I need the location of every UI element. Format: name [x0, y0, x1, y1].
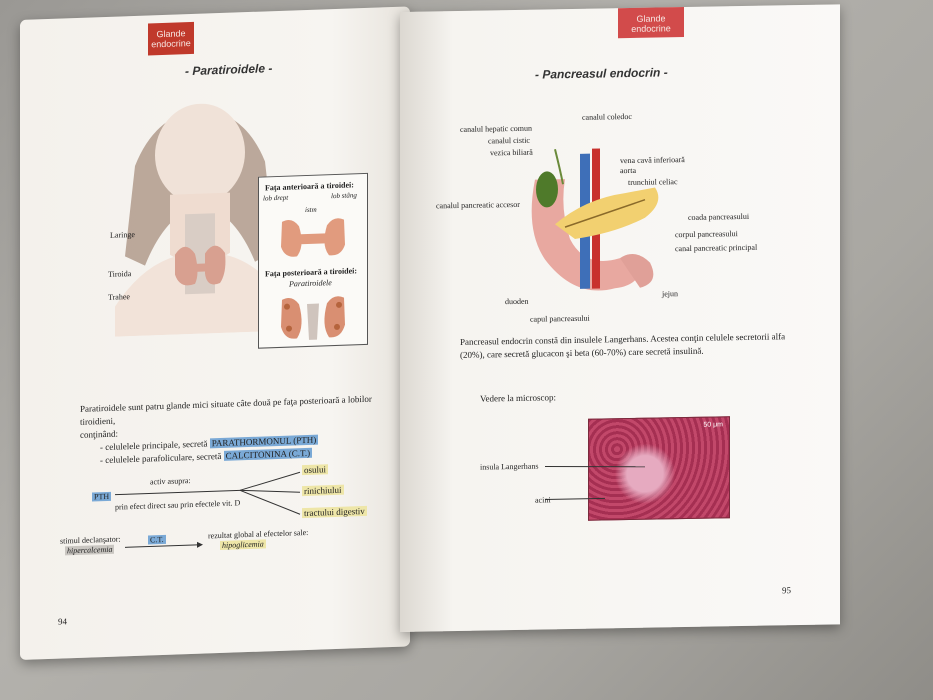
neck-illustration: [115, 103, 285, 337]
ct-arrow: [125, 541, 203, 548]
pth-arrows: [115, 471, 301, 515]
target-rinichiului: rinichiului: [302, 484, 344, 497]
label-canalul-coledoc: canalul coledoc: [582, 111, 632, 122]
page-title: - Pancreasul endocrin -: [535, 65, 668, 82]
inset-anterior-title: Faţa anterioară a tiroidei:: [265, 180, 354, 193]
label-duoden: duoden: [505, 296, 529, 307]
label-vena-cava: vena cavă inferioară: [620, 155, 685, 166]
label-insula-langerhans: insula Langerhans: [480, 461, 539, 472]
label-coada: coada pancreasului: [688, 211, 750, 222]
left-page: Glande endocrine - Paratiroidele - Larin…: [20, 6, 410, 660]
right-page: Glande endocrine - Pancreasul endocrin -…: [400, 4, 840, 633]
thyroid-posterior-drawing: [281, 296, 345, 340]
label-canalul-accesor: canalul pancreatic accesor: [436, 199, 520, 211]
label-trahee: Trahee: [108, 292, 130, 302]
result-value: hipoglicemia: [220, 539, 266, 551]
result-label: rezultat global al efectelor sale:: [208, 527, 309, 541]
page-title: - Paratiroidele -: [185, 61, 273, 79]
thyroid-inset: Faţa anterioară a tiroidei: lob drept lo…: [258, 172, 368, 349]
micro-title: Vedere la microscop:: [480, 392, 556, 404]
page-number-left: 94: [58, 616, 67, 627]
page-number-right: 95: [782, 585, 791, 596]
inset-paratiroidele: Paratiroidele: [289, 278, 332, 289]
paratiroide-paragraph: Paratiroidele sunt patru glande mici sit…: [80, 392, 400, 468]
pth-box: PTH: [92, 491, 112, 502]
pancreas-illustration: [531, 148, 659, 291]
label-canalul-hepatic-comun: canalul hepatic comun: [460, 123, 532, 134]
label-trunchiul-celiac: trunchiul celiac: [628, 177, 678, 188]
inset-lob-drept: lob drept: [263, 193, 289, 203]
label-corpul: corpul pancreasului: [675, 229, 738, 240]
label-acini: acini: [535, 495, 551, 505]
inset-lob-stang: lob stâng: [331, 191, 357, 201]
target-osului: osului: [302, 464, 329, 476]
label-canalul-cistic: canalul cistic: [488, 135, 530, 146]
label-canal-principal: canal pancreatic principal: [675, 242, 758, 254]
label-capul: capul pancreasului: [530, 313, 590, 324]
micro-pointer-lines: [545, 465, 646, 500]
chapter-tab: Glande endocrine: [618, 7, 684, 39]
label-aorta: aorta: [620, 165, 636, 176]
label-tiroida: Tiroida: [108, 269, 132, 279]
chapter-tab: Glande endocrine: [148, 21, 194, 56]
inset-istm: istm: [305, 205, 317, 215]
target-tractului-digestiv: tractului digestiv: [302, 505, 367, 519]
thyroid-anterior-drawing: [281, 218, 345, 257]
label-jejun: jejun: [662, 289, 678, 299]
item2-highlight: CALCITONINA (C.T.): [223, 447, 313, 461]
pancreas-paragraph: Pancreasul endocrin constă din insulele …: [460, 331, 786, 360]
inset-posterior-title: Faţa posterioară a tiroidei:: [265, 266, 358, 279]
scale-bar-label: 50 μm: [703, 421, 723, 429]
stimulus-value: hipercalcemia: [65, 544, 115, 556]
item2-prefix: - celulelele parafoliculare, secretă: [100, 450, 222, 466]
label-vezica-biliara: vezica biliară: [490, 147, 533, 158]
label-laringe: Laringe: [110, 229, 135, 240]
